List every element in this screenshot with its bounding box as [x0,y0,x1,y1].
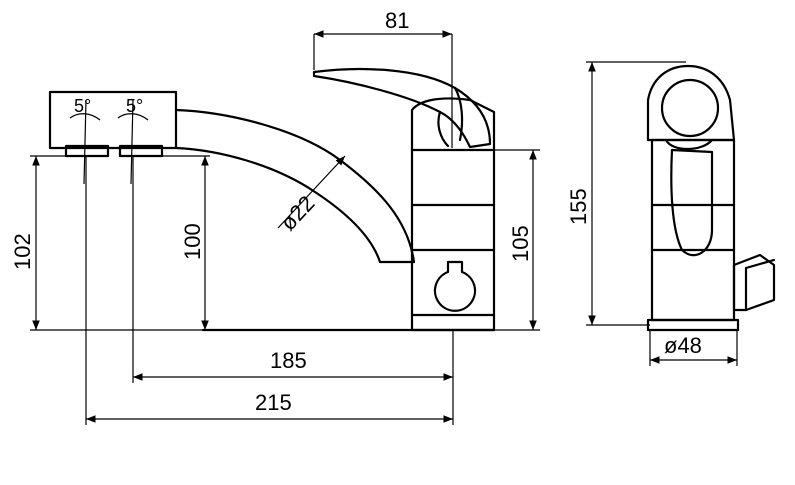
dim-102: 102 [10,233,35,270]
angle-right-label: 5° [126,96,143,116]
handle-lever [312,67,492,149]
dim-81: 81 [385,8,409,33]
side-body [650,138,736,322]
angle-left-label: 5° [74,96,91,116]
dim-105: 105 [508,225,533,262]
dim-185: 185 [270,348,307,373]
dim-215: 215 [255,390,292,415]
dim-155: 155 [566,188,591,225]
dim-100: 100 [180,223,205,260]
side-dimensions: 155 ø48 [566,61,738,366]
spout [174,108,416,264]
side-knob-icon [433,260,477,312]
dim-d22: ø22 [275,191,319,236]
faucet-body [410,148,496,332]
spout-head [48,90,178,150]
dim-d48: ø48 [664,333,702,358]
front-view: 5° 5° [48,67,496,332]
side-view [646,64,776,332]
side-handle [646,64,736,142]
front-dimensions: 81 102 100 ø22 105 185 215 [10,8,540,425]
side-knob-box-icon [732,253,776,312]
